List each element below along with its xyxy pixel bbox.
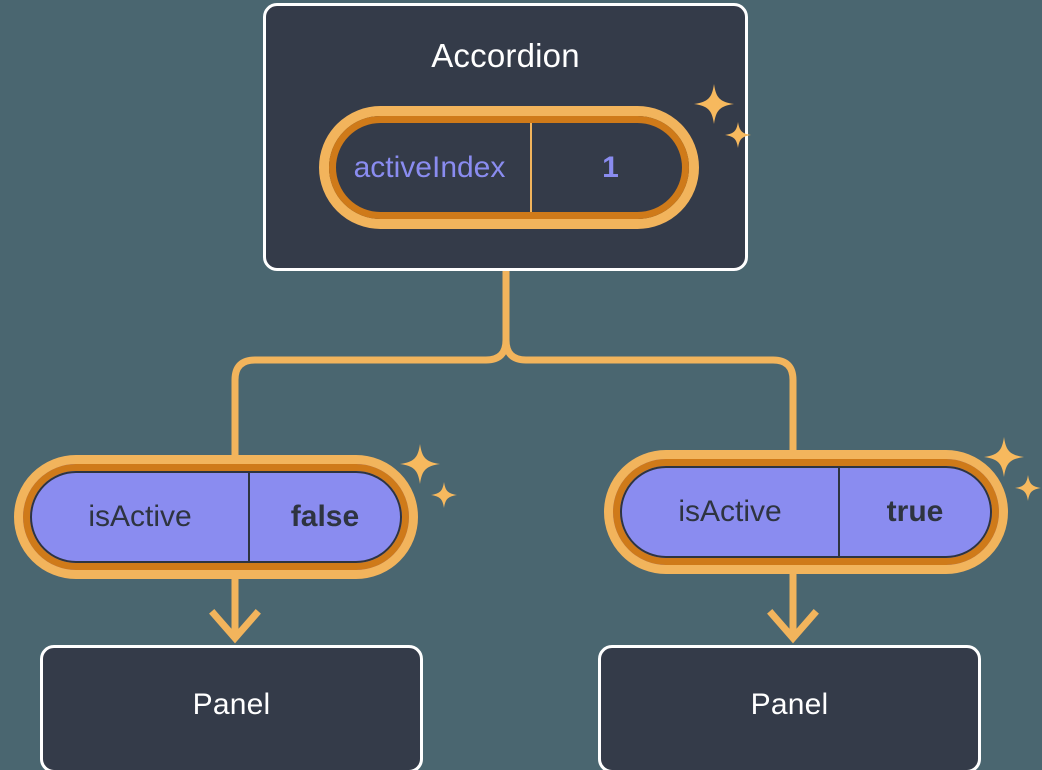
state-pill-body: isActive false	[14, 455, 418, 579]
state-pill-inner: isActive false	[30, 471, 402, 563]
state-pill-activeindex[interactable]: activeIndex 1	[319, 106, 699, 229]
state-pill-key: isActive	[32, 473, 250, 561]
state-pill-body: activeIndex 1	[319, 106, 699, 229]
sparkle-small-icon	[1015, 475, 1041, 501]
arrow-head-right	[767, 609, 819, 644]
state-pill-value: true	[886, 495, 944, 528]
arrow-head-left	[209, 609, 261, 644]
panel-title: Panel	[750, 688, 829, 721]
component-card-panel-left[interactable]: Panel	[40, 645, 423, 770]
component-card-panel-right[interactable]: Panel	[598, 645, 981, 770]
state-pill-value: 1	[602, 150, 619, 184]
panel-title: Panel	[192, 688, 271, 721]
state-pill-key: activeIndex	[329, 116, 532, 219]
page-title: Accordion	[431, 37, 580, 74]
branch-left	[231, 267, 510, 459]
state-pill-isactive-true[interactable]: isActive true	[604, 450, 1008, 574]
state-pill-body: isActive true	[604, 450, 1008, 574]
state-pill-inner: isActive true	[620, 466, 992, 558]
state-pill-value: false	[290, 500, 360, 533]
state-pill-isactive-false[interactable]: isActive false	[14, 455, 418, 579]
state-pill-key: isActive	[622, 468, 840, 556]
sparkle-small-icon	[431, 482, 457, 508]
branch-right	[502, 267, 797, 454]
component-card-accordion[interactable]: Accordion activeIndex 1	[263, 3, 748, 271]
